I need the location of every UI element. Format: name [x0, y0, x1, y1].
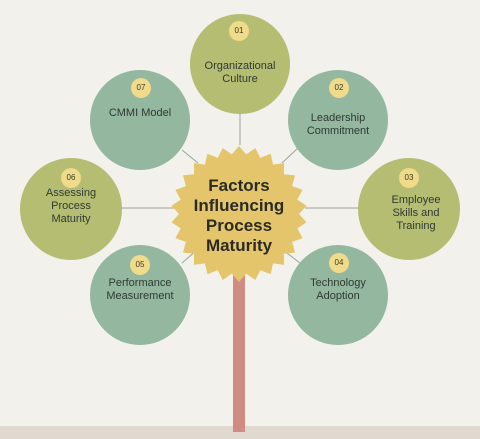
center-starburst: [171, 146, 307, 282]
tree-trunk: [233, 262, 245, 432]
factor-number-05: 05: [130, 255, 150, 275]
ground-strip: [0, 426, 480, 439]
factor-number-07: 07: [131, 78, 151, 98]
factor-label-06: Assessing Process Maturity: [45, 186, 97, 225]
factor-number-04: 04: [329, 253, 349, 273]
factor-number-01: 01: [229, 21, 249, 41]
factor-number-03: 03: [399, 168, 419, 188]
factor-label-03: Employee Skills and Training: [391, 193, 441, 232]
factor-number-02: 02: [329, 78, 349, 98]
center-title: Factors Influencing Process Maturity: [193, 176, 285, 255]
factor-number-06: 06: [61, 168, 81, 188]
factor-label-07: CMMI Model: [108, 106, 172, 119]
factor-label-05: Performance Measurement: [106, 277, 174, 302]
factor-label-02: Leadership Commitment: [306, 112, 370, 137]
factor-label-04: Technology Adoption: [310, 277, 366, 302]
connector-02: [281, 147, 299, 164]
factor-label-01: Organizational Culture: [204, 60, 276, 85]
factor-node-03: Employee Skills and Training: [358, 158, 460, 260]
connector-07: [181, 149, 199, 164]
